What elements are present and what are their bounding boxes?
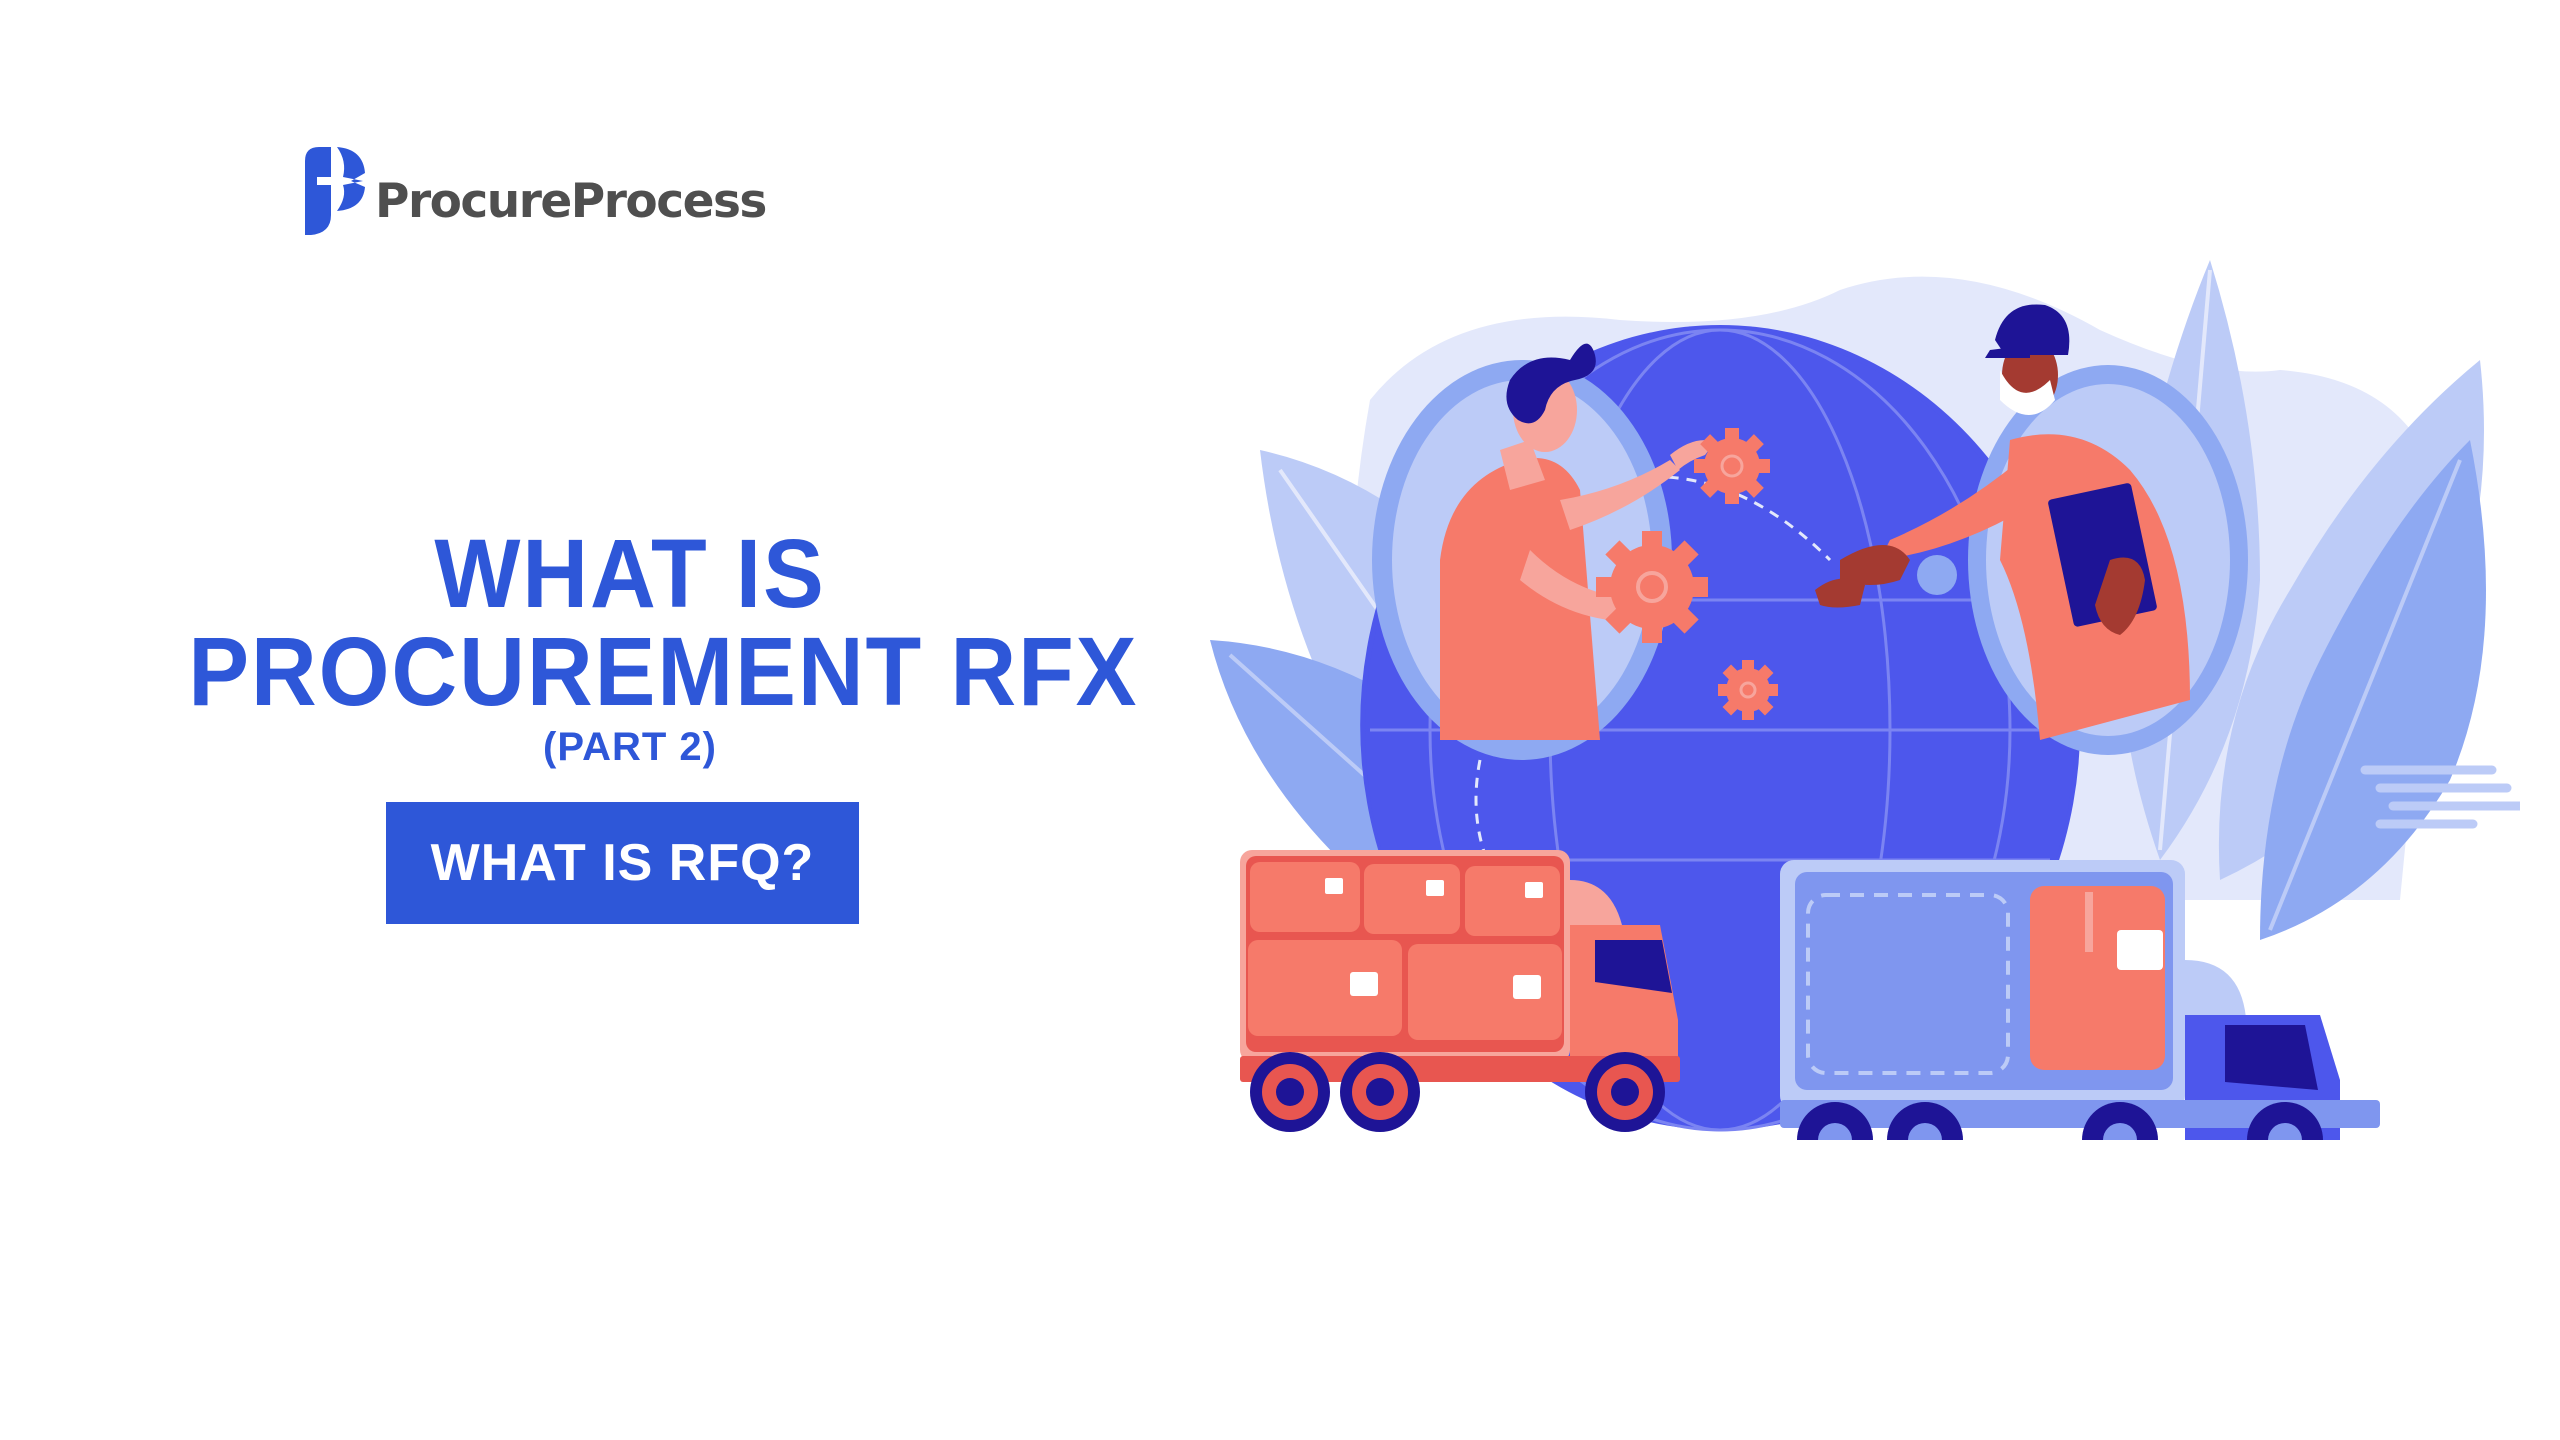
blue-delivery-truck <box>1780 860 2380 1140</box>
handshake-logistics-illustration <box>1210 260 2520 1140</box>
brand-logo[interactable]: ProcureProcess <box>303 145 767 237</box>
speed-lines <box>2360 765 2520 829</box>
title-line-2: PROCUREMENT RFX <box>188 617 1139 726</box>
hero-heading: WHAT IS PROCUREMENT RFX (PART 2) <box>160 519 1139 770</box>
gears-icon <box>1596 428 1778 720</box>
subtitle-part: (PART 2) <box>543 725 717 769</box>
title-line-1: WHAT IS <box>434 519 826 628</box>
red-delivery-truck <box>1240 850 1680 1132</box>
supplier-person <box>1815 304 2190 740</box>
brand-wordmark: ProcureProcess <box>375 174 767 229</box>
what-is-rfq-button[interactable]: WHAT IS RFQ? <box>386 802 859 924</box>
procureprocess-logo-icon <box>305 147 365 235</box>
